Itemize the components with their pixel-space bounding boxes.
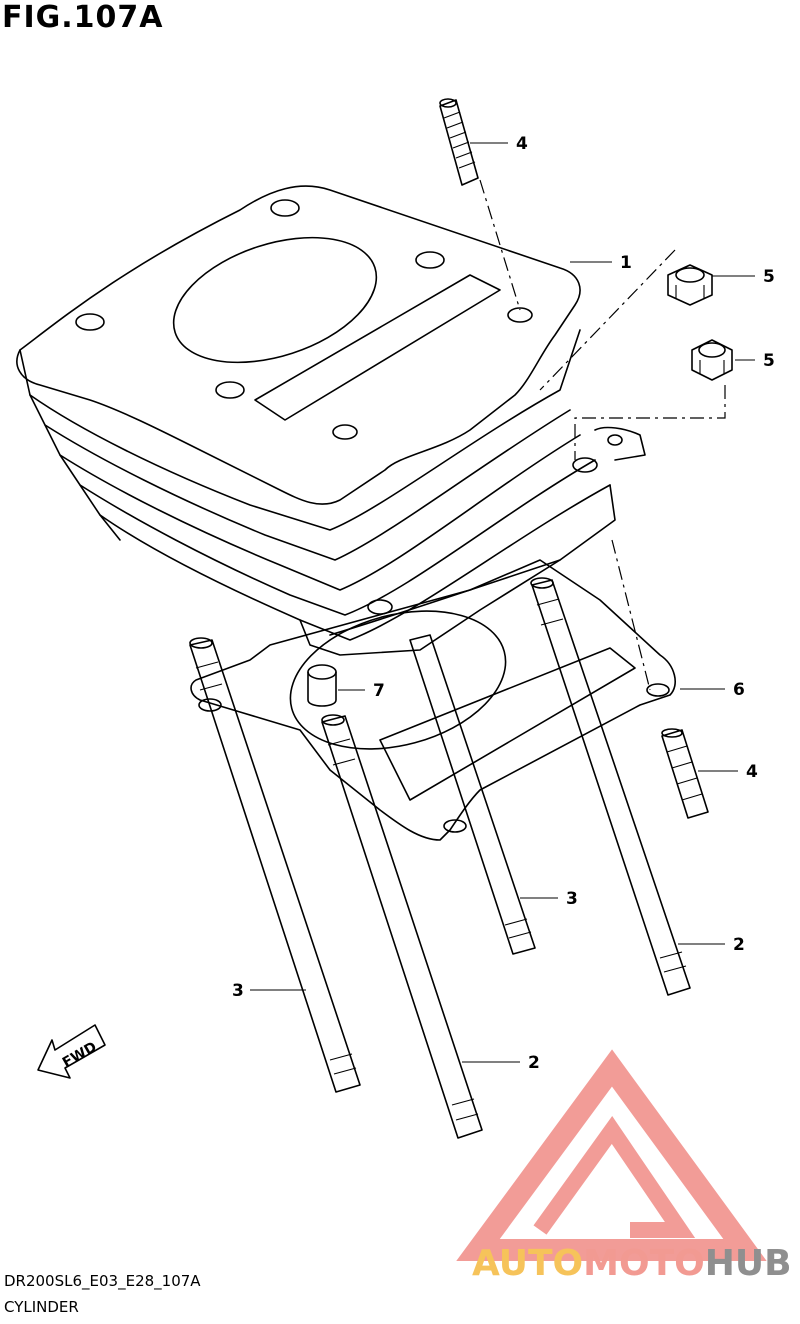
centerline-nut-a [539,249,676,391]
figure-title: FIG.107A [2,0,164,35]
drawing-caption: CYLINDER [4,1298,79,1316]
dowel-pin [307,664,337,707]
callout-6: 6 [733,680,745,700]
stud-right [661,728,709,819]
base-gasket [190,559,676,841]
centerline-stud [479,179,521,311]
callout-1: 1 [620,253,632,273]
callout-7: 7 [373,681,385,701]
long-stud-right [530,577,691,996]
callout-5-lower: 5 [763,351,775,371]
stud-top [439,98,479,186]
callout-2-right: 2 [733,935,745,955]
long-stud-back [409,634,536,955]
centerline-nut-b [574,385,726,460]
long-stud-center [321,714,483,1139]
callout-3-left: 3 [232,981,244,1001]
callout-5-upper: 5 [763,267,775,287]
callout-2-center: 2 [528,1053,540,1073]
callout-4-top: 4 [516,134,528,154]
centerline-right [611,539,651,691]
cylinder-body [16,185,646,656]
callout-4-right: 4 [746,762,758,782]
long-stud-left [189,637,361,1093]
flange-nut-lower [691,339,733,381]
leader-lines [250,142,755,1063]
watermark-auto: AUTOMOTOHUB [472,1243,792,1284]
flange-nut-upper [667,264,713,306]
drawing-code: DR200SL6_E03_E28_107A [4,1272,201,1290]
arrow-left-down-icon: FWD [37,1024,106,1079]
watermark-logo [456,1049,767,1261]
callout-3-back: 3 [566,889,578,909]
